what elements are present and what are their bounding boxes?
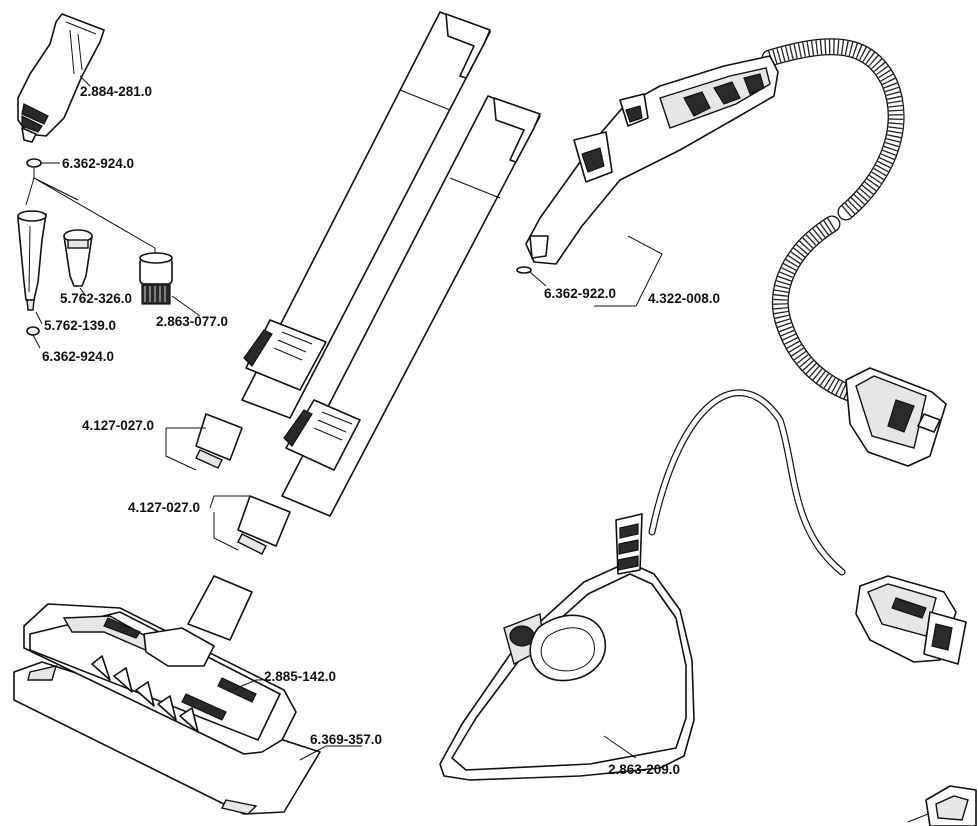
o-ring-top: [26, 158, 42, 168]
floor-cloth: [13, 661, 321, 815]
detail-nozzle: [17, 13, 105, 143]
label-o-ring-top: 6.362-924.0: [62, 156, 134, 171]
leader-floor-cloth: [299, 745, 362, 761]
leader-accessory-group: [25, 168, 156, 256]
steam-hose: [761, 38, 905, 403]
leader-round-brush-nozzle: [79, 287, 87, 297]
hose-connector: [845, 367, 947, 467]
steam-iron: [439, 513, 695, 781]
label-floor-tool: 2.885-142.0: [264, 669, 336, 684]
leader-extension-tube-1: [165, 427, 206, 471]
label-extension-tube-1: 4.127-027.0: [82, 418, 154, 433]
floor-tool: [23, 575, 297, 755]
leader-steam-iron: [603, 735, 637, 759]
extension-tube-2: [237, 95, 541, 555]
round-brush: [139, 252, 173, 305]
label-o-ring-bottom: 6.362-924.0: [42, 349, 114, 364]
round-brush-nozzle: [63, 229, 93, 287]
extension-tube-1: [195, 11, 491, 469]
leader-steam-hose: [594, 235, 663, 307]
gun-o-ring: [516, 266, 532, 274]
leader-power-nozzle: [35, 311, 43, 325]
label-steam-iron: 2.863-209.0: [608, 762, 680, 777]
label-floor-cloth: 6.369-357.0: [310, 732, 382, 747]
label-steam-hose: 4.322-008.0: [648, 291, 720, 306]
leader-gun-o-ring: [529, 271, 547, 287]
power-nozzle: [17, 210, 47, 311]
mains-plug: [907, 785, 977, 826]
iron-cable-plug: [855, 575, 967, 665]
leader-o-ring-bottom: [32, 334, 41, 349]
steam-gun: [525, 55, 779, 265]
leader-round-brush: [171, 295, 201, 317]
label-extension-tube-2: 4.127-027.0: [128, 500, 200, 515]
o-ring-bottom: [26, 326, 40, 336]
leader-detail-nozzle: [79, 75, 91, 87]
leader-extension-tube-2: [209, 495, 250, 551]
label-power-nozzle: 5.762-139.0: [44, 318, 116, 333]
label-gun-o-ring: 6.362-922.0: [544, 286, 616, 301]
label-round-brush-nozzle: 5.762-326.0: [60, 291, 132, 306]
label-round-brush: 2.863-077.0: [156, 314, 228, 329]
leader-floor-tool: [231, 679, 262, 691]
iron-cable: [648, 389, 846, 576]
label-detail-nozzle: 2.884-281.0: [80, 84, 152, 99]
